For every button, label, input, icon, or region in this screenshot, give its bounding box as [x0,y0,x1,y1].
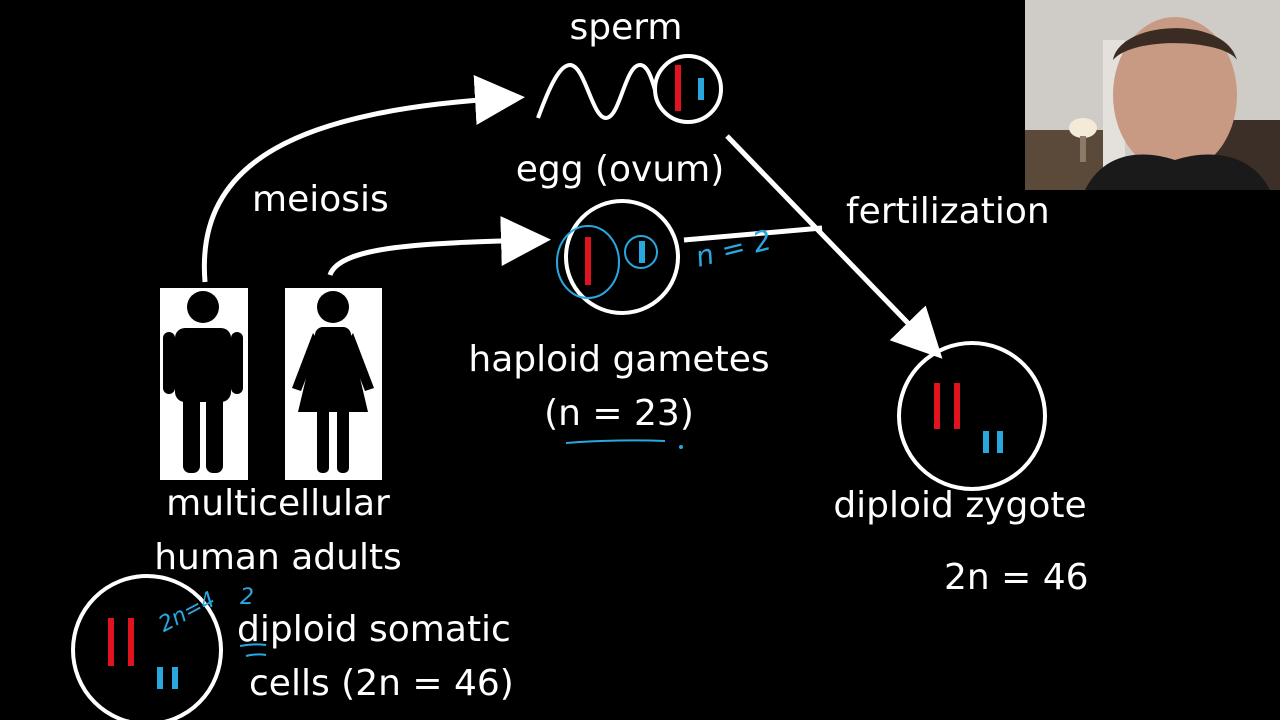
haploid-dot [679,445,683,449]
fertilization-label: fertilization [846,191,1050,232]
somatic-label-line2: cells (2n = 46) [249,663,514,704]
sperm-chromosome-red [675,65,681,111]
woman-icon [285,288,382,480]
zygote-cell [897,341,1047,491]
adults-label-line1: multicellular [166,483,390,524]
zygote-count-label: 2n = 46 [944,557,1089,598]
somatic-2-annotation: 2 [240,585,254,610]
egg-cell [556,199,680,315]
man-icon [160,288,248,480]
somatic-chromosome-red-2 [128,618,134,666]
egg-chromosome-red [585,237,591,285]
somatic-chromosome-red-1 [108,618,114,666]
zygote-chromosome-red-2 [954,383,960,429]
egg-annotation-circle-red [556,225,620,299]
webcam-overlay [1025,0,1280,190]
zygote-chromosome-blue-1 [983,431,989,453]
egg-outline [564,199,680,315]
line-egg-to-fertilization [683,225,823,243]
sperm-head [653,54,723,124]
somatic-label-line1: diploid somatic [237,609,511,650]
haploid-underline [565,439,666,444]
haploid-gametes-label: haploid gametes [468,339,770,380]
somatic-chromosome-blue-2 [172,667,178,689]
meiosis-label: meiosis [252,179,389,220]
arrow-man-to-sperm [201,75,525,283]
zygote-chromosome-blue-2 [997,431,1003,453]
zygote-label: diploid zygote [833,485,1087,526]
egg-annotation-circle-blue [624,235,658,269]
adults-label-line2: human adults [154,537,402,578]
sperm-tail [536,62,657,121]
arrow-sperm-to-zygote [725,134,943,359]
webcam-feed [1025,0,1280,190]
somatic-outline [71,574,223,720]
somatic-cell [71,574,223,720]
sperm-label: sperm [569,7,683,48]
sperm-cell [536,54,723,124]
egg-chromosome-blue [639,241,645,263]
sperm-chromosome-blue [698,78,704,100]
zygote-chromosome-red-1 [934,383,940,429]
somatic-underline-2 [245,653,267,657]
zygote-outline [897,341,1047,491]
egg-label: egg (ovum) [515,149,725,190]
haploid-count-label: (n = 23) [544,393,694,434]
somatic-underline-1 [239,643,267,647]
arrow-woman-to-egg [327,215,551,277]
somatic-chromosome-blue-1 [157,667,163,689]
